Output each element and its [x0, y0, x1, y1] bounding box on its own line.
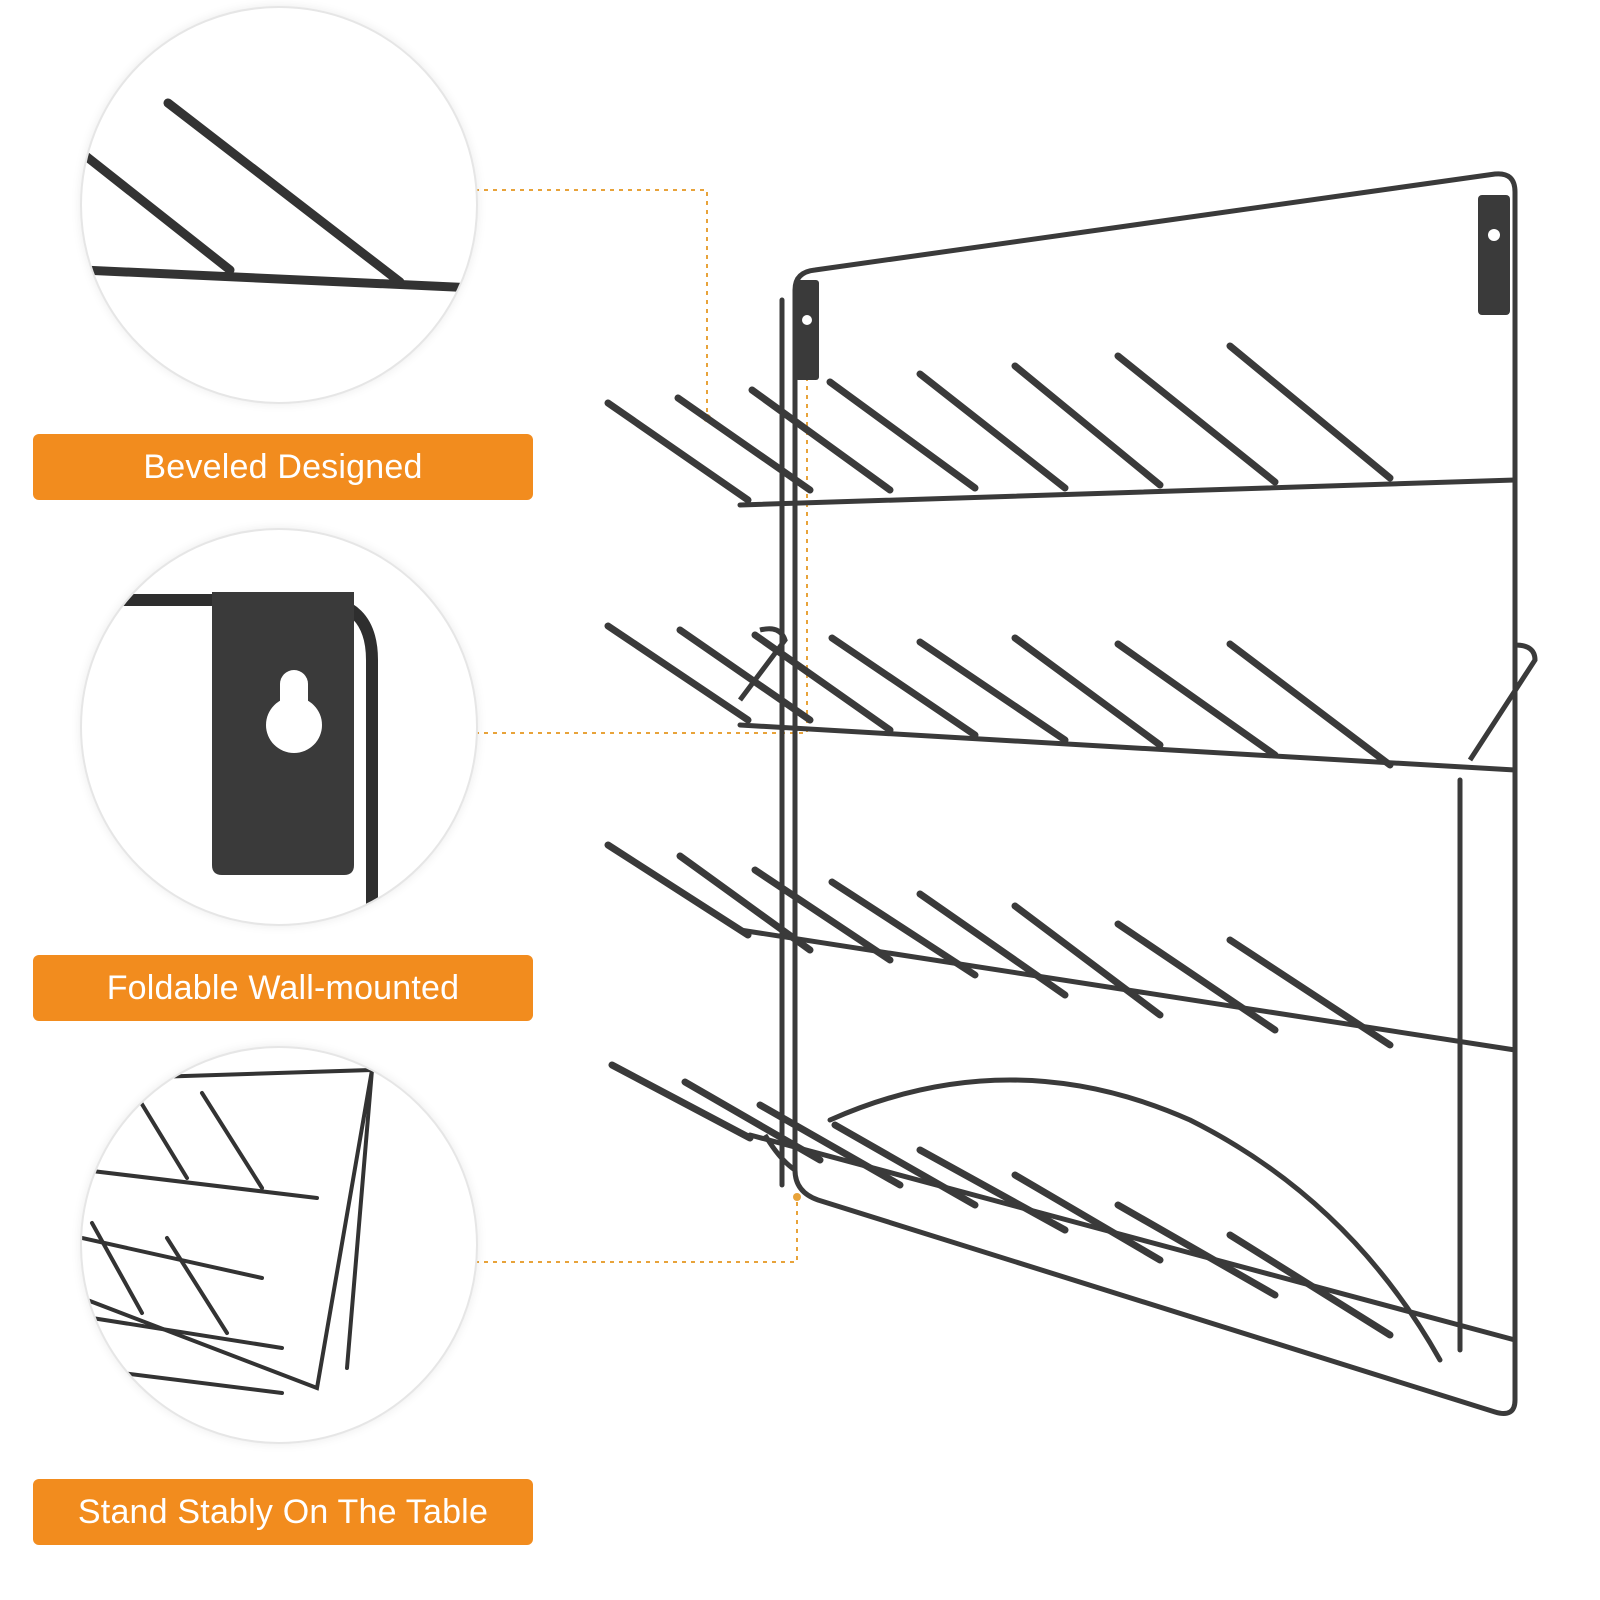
keyhole-icon — [266, 670, 322, 753]
hinge-bottom — [762, 1133, 797, 1173]
detail-circle-beveled — [80, 6, 478, 404]
shelf-bar-2 — [737, 722, 1518, 773]
detail-circle-stand — [80, 1046, 478, 1444]
hinge-left — [738, 626, 788, 702]
feature-label-stand: Stand Stably On The Table — [33, 1479, 533, 1545]
detail-circle-foldable — [80, 528, 478, 926]
leader-line-foldable — [475, 332, 808, 734]
wall-rack-illustration — [604, 171, 1538, 1416]
hinge-right — [1467, 642, 1538, 762]
hanging-plate-right — [1478, 195, 1510, 315]
leader-dot-stand — [793, 1193, 801, 1201]
leader-line-beveled — [475, 189, 708, 415]
keyhole-left — [802, 315, 812, 325]
leader-line-stand — [475, 1200, 798, 1263]
keyhole-right — [1488, 229, 1500, 241]
rack-support-arc — [827, 1077, 1443, 1363]
feature-label-beveled: Beveled Designed — [33, 434, 533, 500]
feature-label-foldable: Foldable Wall-mounted — [33, 955, 533, 1021]
hanging-plate-left — [795, 280, 819, 380]
rack-frame-top — [792, 171, 1518, 1416]
shelf-bar-1 — [737, 477, 1518, 508]
